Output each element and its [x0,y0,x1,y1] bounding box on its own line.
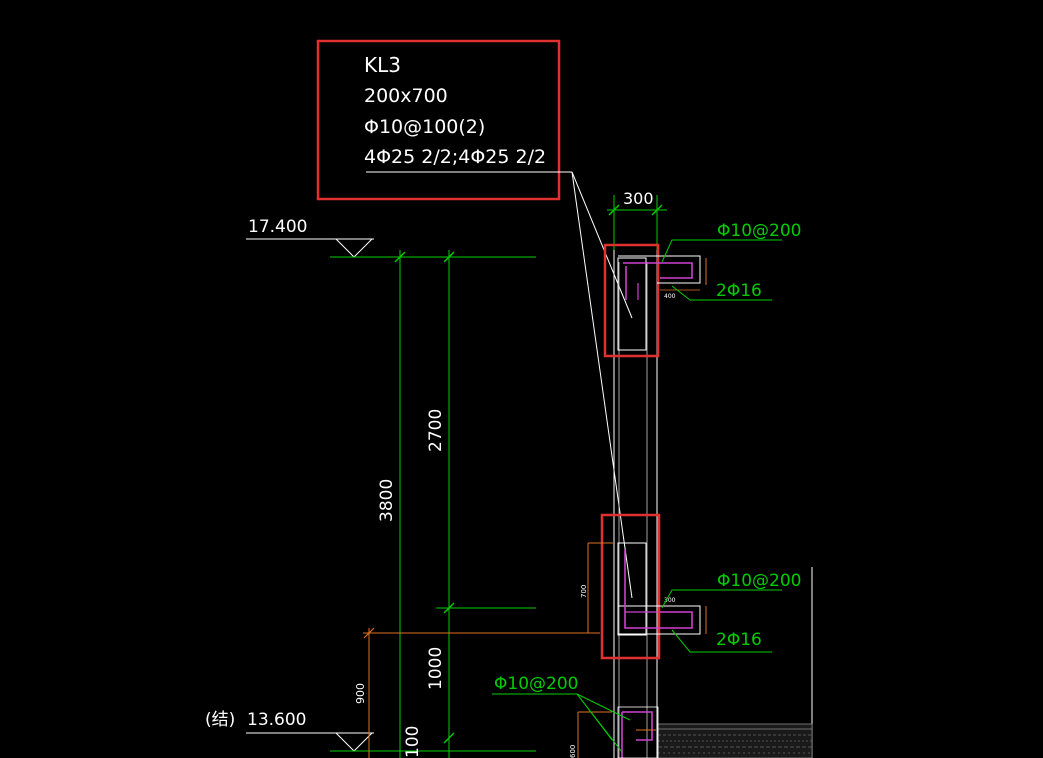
upper-bars-label: 2Φ16 [716,281,762,301]
wall-elevation [613,250,658,758]
dim-slab-small: 600 [569,745,577,758]
floor-slab-section: 600 Φ10@200 [492,567,813,758]
elevation-top-label: 17.400 [248,217,307,237]
dimension-chain-segments: 2700 1000 100 [403,250,536,758]
elevation-bottom-label: 13.600 [247,710,306,730]
dim-upper-segment: 2700 [426,409,446,452]
beam-stirrup-label: Φ10@100(2) [364,116,485,138]
dim-wall-width: 300 [623,189,654,208]
dim-lower-small: 300 [664,597,676,604]
dimension-chain-900: 900 [354,627,600,758]
dimension-chain-total: 3800 [377,250,406,758]
dim-total-height: 3800 [377,479,397,522]
elevation-bottom-prefix: (结) [205,710,235,730]
callout-highlight-box [316,39,561,201]
dim-upper-small: 400 [664,293,676,300]
beam-name-label: KL3 [364,53,401,77]
callout-leader-upper [571,171,633,319]
dim-bottom-segment: 100 [403,726,423,758]
lower-bars-label: 2Φ16 [716,630,762,650]
upper-stirrup-label: Φ10@200 [717,221,801,241]
beam-section-label: 200x700 [364,85,448,107]
dimension-wall-width: 300 [607,189,667,250]
lower-beam-highlight-box [600,513,661,660]
lower-beam-section[interactable]: 700 300 Φ10@200 2Φ16 [580,513,801,660]
upper-beam-section[interactable]: 400 Φ10@200 2Φ16 [603,221,801,358]
elevation-mark-top: 17.400 [246,217,536,258]
elevation-mark-bottom: (结) 13.600 [205,710,536,752]
beam-longitudinal-label: 4Φ25 2/2;4Φ25 2/2 [364,146,546,168]
dim-beam-depth-small: 700 [580,585,588,598]
beam-callout[interactable]: KL3 200x700 Φ10@100(2) 4Φ25 2/2;4Φ25 2/2 [316,39,633,599]
upper-beam-highlight-box [603,243,660,358]
slab-stirrup-label: Φ10@200 [494,674,578,694]
dim-lower-segment: 1000 [426,647,446,690]
lower-stirrup-label: Φ10@200 [717,571,801,591]
callout-leader-lower [571,171,633,599]
dim-900: 900 [354,683,367,704]
